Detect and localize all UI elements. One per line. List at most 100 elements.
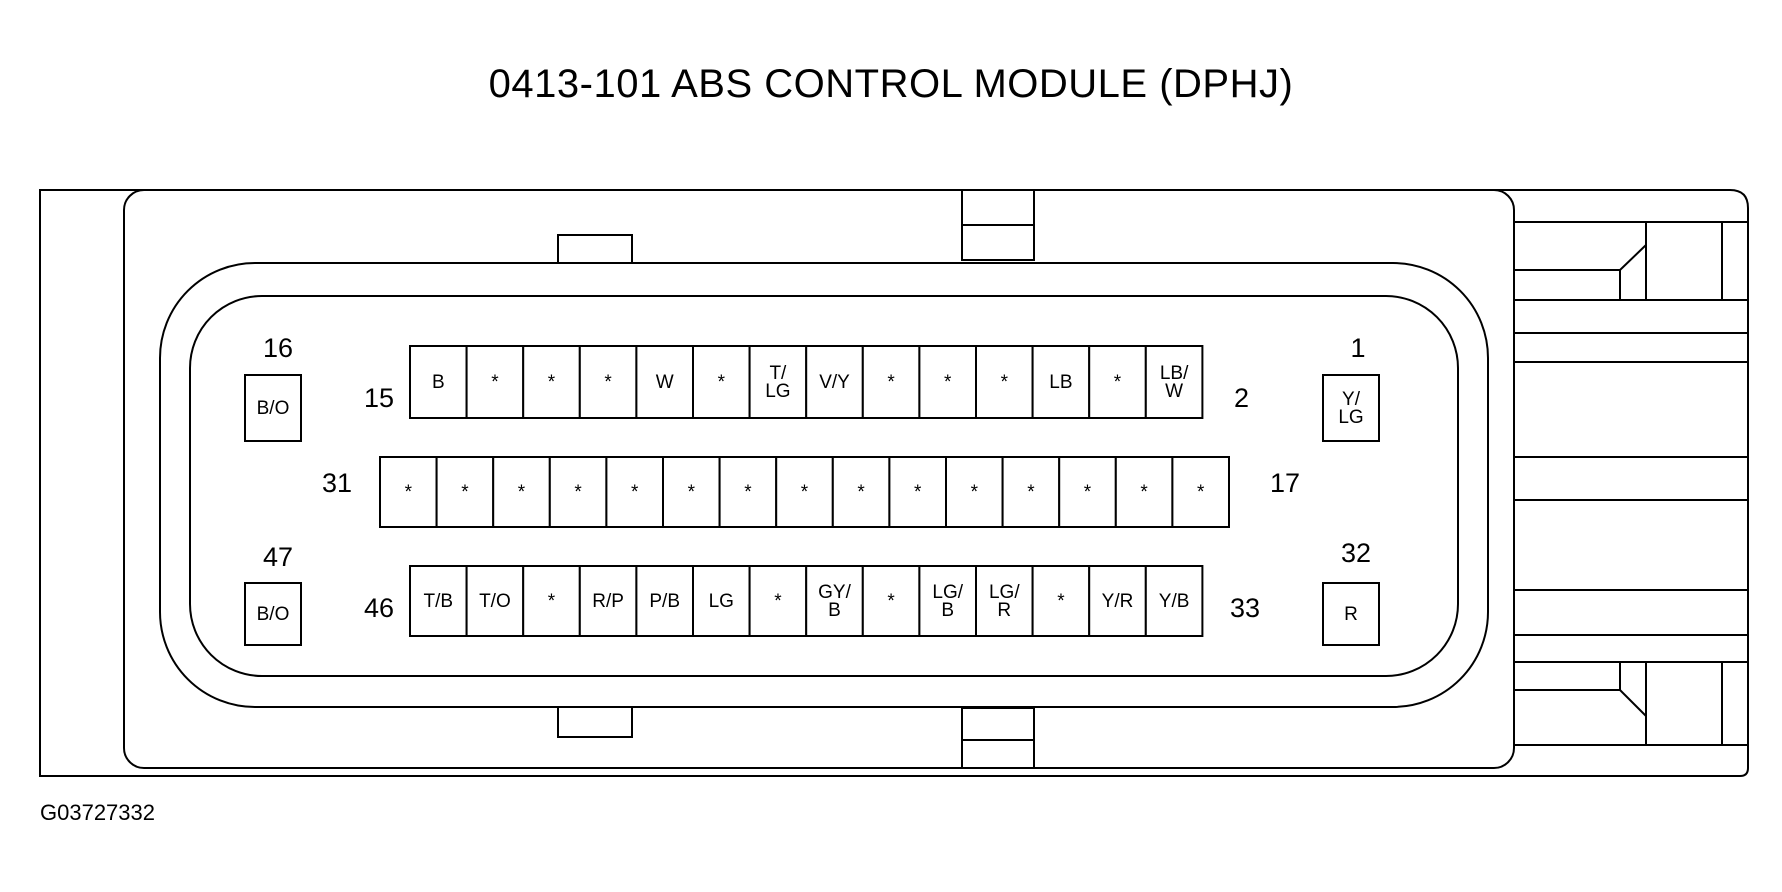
- pin-row-top: B * * * W * T/LG V/Y * * * LB * LB/W: [409, 345, 1204, 419]
- pin-wire-color: *: [944, 372, 952, 393]
- pin-wire-color: *: [491, 372, 499, 393]
- pin-cell: [409, 565, 468, 637]
- pin-cell: [244, 582, 302, 646]
- pin-wire-color: LG: [709, 591, 734, 612]
- pin-wire-color: R/P: [592, 591, 624, 612]
- pin-cell: [435, 456, 495, 528]
- pin-wire-color: *: [688, 482, 696, 503]
- pin-wire-color: GY/B: [818, 582, 851, 621]
- side-pin-1: Y/LG 1: [1322, 333, 1380, 442]
- pin-cell: [861, 345, 921, 419]
- diagram-title: 0413-101 ABS CONTROL MODULE (DPHJ): [488, 62, 1294, 106]
- pin-wire-color: Y/B: [1159, 591, 1190, 612]
- pin-wire-color: B/O: [257, 604, 290, 625]
- pin-wire-color: Y/LG: [1338, 389, 1363, 428]
- pin-cell: [805, 345, 864, 419]
- pin-number: 16: [263, 333, 293, 363]
- figure-id: G03727332: [40, 800, 155, 825]
- cavity-inner: [189, 295, 1459, 677]
- pin-wire-color: B/O: [257, 398, 290, 419]
- top-tab: [557, 234, 633, 262]
- bottom-latch: [961, 707, 1035, 768]
- side-pin-32: R 32: [1322, 538, 1380, 646]
- pin-cell: [465, 565, 525, 637]
- pin-number: 1: [1350, 333, 1365, 363]
- pin-wire-color: Y/R: [1102, 591, 1134, 612]
- pin-wire-color: *: [1027, 482, 1035, 503]
- pin-cell: [945, 456, 1004, 528]
- pin-cell: [805, 565, 864, 637]
- pin-cell: [522, 345, 581, 419]
- pin-cell: [748, 565, 808, 637]
- pin-cell: [1322, 374, 1380, 442]
- pin-cell: [888, 456, 948, 528]
- pin-wire-color: *: [1001, 372, 1009, 393]
- pin-wire-color: *: [887, 591, 895, 612]
- pin-wire-color: *: [604, 372, 612, 393]
- pin-cell: [379, 456, 438, 528]
- pin-wire-color: *: [718, 372, 726, 393]
- pin-wire-color: *: [857, 482, 865, 503]
- pin-wire-color: *: [631, 482, 639, 503]
- pin-cell: [578, 565, 638, 637]
- pin-wire-color: T/O: [479, 591, 511, 612]
- pin-row-middle-left-number: 31: [322, 468, 352, 498]
- pin-wire-color: *: [1057, 591, 1065, 612]
- pin-cell: [1171, 456, 1231, 528]
- pin-cell: [831, 456, 891, 528]
- pin-cell: [548, 456, 608, 528]
- pin-wire-color: *: [405, 482, 413, 503]
- pin-wire-color: *: [887, 372, 895, 393]
- pin-wire-color: LB/W: [1160, 363, 1189, 402]
- pin-wire-color: V/Y: [819, 372, 850, 393]
- connector-housing: [39, 189, 1749, 777]
- pin-wire-color: *: [1140, 482, 1148, 503]
- pin-cell: [861, 565, 921, 637]
- side-pin-16: B/O 16: [244, 333, 302, 442]
- pin-row-bottom-right-number: 33: [1230, 593, 1260, 623]
- pin-wire-color: *: [1084, 482, 1092, 503]
- pin-row-middle: ***************: [379, 456, 1231, 528]
- pin-cell: [605, 456, 665, 528]
- pin-cell: [1058, 456, 1117, 528]
- side-pin-47: B/O 47: [244, 542, 302, 646]
- pin-wire-color: P/B: [649, 591, 680, 612]
- pin-wire-color: LG/R: [989, 582, 1020, 621]
- pin-wire-color: T/B: [424, 591, 454, 612]
- pin-cell: [1144, 345, 1204, 419]
- pin-wire-color: *: [801, 482, 809, 503]
- pin-cell: [918, 345, 978, 419]
- pin-wire-color: *: [774, 591, 782, 612]
- pin-wire-color: *: [971, 482, 979, 503]
- pin-cell: [1144, 565, 1204, 637]
- pin-cell: [1322, 582, 1380, 646]
- pin-wire-color: *: [1197, 482, 1205, 503]
- pin-number: 47: [263, 542, 293, 572]
- pin-cell: [692, 345, 751, 419]
- pin-row-middle-right-number: 17: [1270, 468, 1300, 498]
- top-latch: [961, 190, 1035, 261]
- pin-wire-color: W: [656, 372, 674, 393]
- pin-wire-color: *: [461, 482, 469, 503]
- pin-wire-color: R: [1344, 604, 1358, 625]
- pin-cell: [465, 345, 525, 419]
- pin-wire-color: T/LG: [765, 363, 790, 402]
- pin-cell: [492, 456, 551, 528]
- pin-wire-color: B: [432, 372, 445, 393]
- pin-wire-color: *: [518, 482, 526, 503]
- pin-cell: [409, 345, 468, 419]
- pin-wire-color: *: [548, 372, 556, 393]
- pin-wire-color: *: [548, 591, 556, 612]
- pin-wire-color: *: [744, 482, 752, 503]
- pin-cell: [244, 374, 302, 442]
- cavity-outer: [159, 262, 1489, 708]
- pin-number: 32: [1341, 538, 1371, 568]
- pin-wire-color: *: [914, 482, 922, 503]
- pin-cell: [662, 456, 721, 528]
- pin-wire-color: LB: [1049, 372, 1072, 393]
- bottom-tab: [557, 708, 633, 738]
- pin-cell: [918, 565, 978, 637]
- pin-wire-color: *: [1114, 372, 1122, 393]
